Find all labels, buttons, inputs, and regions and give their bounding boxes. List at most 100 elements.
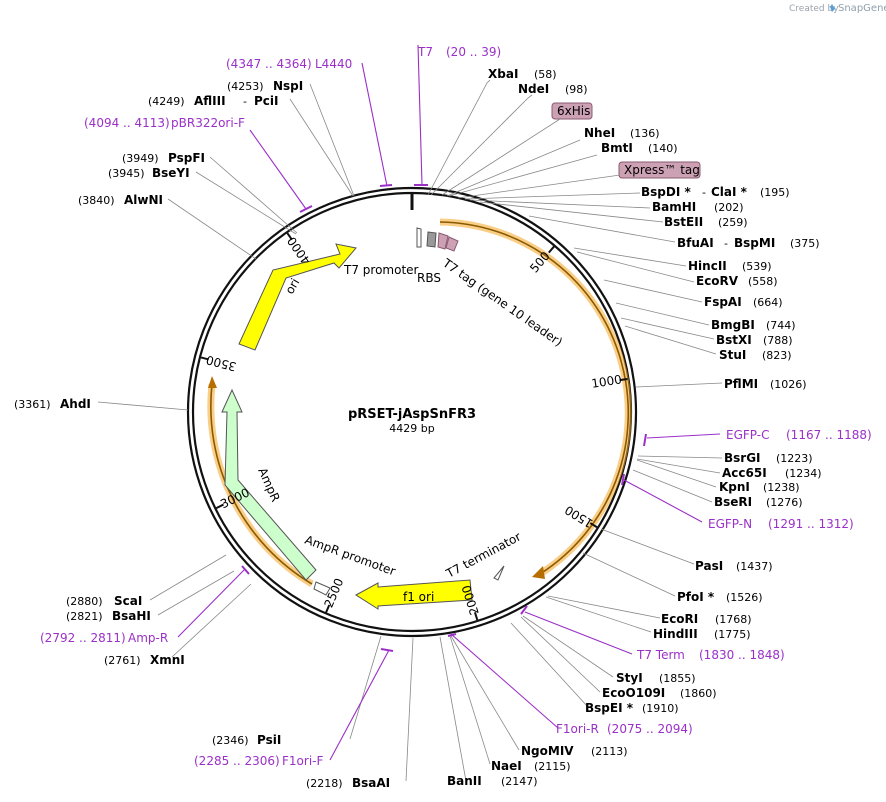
enzyme-hindiii[interactable]: HindIII bbox=[653, 627, 698, 641]
feature-ampr-promoter[interactable] bbox=[313, 581, 331, 596]
primer-f1ori-f[interactable]: F1ori-F bbox=[282, 754, 323, 768]
enzyme-bsahi-pos: (2821) bbox=[66, 610, 103, 623]
enzyme-bamhi-pos: (202) bbox=[714, 201, 744, 214]
feature-f1-ori[interactable] bbox=[355, 579, 473, 610]
enzyme-styi-pos: (1855) bbox=[659, 672, 696, 685]
feature-t7-promoter-label: T7 promoter bbox=[343, 263, 419, 277]
enzyme-pasi[interactable]: PasI bbox=[695, 559, 723, 573]
enzyme-ndei[interactable]: NdeI bbox=[518, 82, 549, 96]
enzyme-bseri-pos: (1276) bbox=[766, 496, 803, 509]
enzyme-xmni[interactable]: XmnI bbox=[150, 653, 185, 667]
enzyme-dash-2: - bbox=[724, 237, 728, 250]
tick-label: 500 bbox=[527, 249, 553, 276]
feature-his-tag[interactable] bbox=[437, 232, 449, 250]
feature-rbs-label: RBS bbox=[417, 271, 441, 285]
enzyme-ecori[interactable]: EcoRI bbox=[661, 612, 698, 626]
enzyme-bfuai[interactable]: BfuAI bbox=[677, 236, 714, 250]
primer-f1ori-r-pos: (2075 .. 2094) bbox=[607, 722, 693, 736]
enzyme-nhei-pos: (136) bbox=[630, 127, 660, 140]
enzyme-bspei[interactable]: BspEI * bbox=[585, 701, 634, 715]
enzyme-psii[interactable]: PsiI bbox=[257, 733, 281, 747]
feature-t7-tag-label: T7 tag (gene 10 leader) bbox=[439, 255, 565, 349]
enzyme-bspdi-pos: (195) bbox=[760, 186, 790, 199]
enzyme-bsteii-pos: (259) bbox=[718, 216, 748, 229]
tick-mark bbox=[619, 377, 628, 382]
enzyme-scai[interactable]: ScaI bbox=[114, 594, 142, 608]
enzyme-hincii[interactable]: HincII bbox=[688, 259, 727, 273]
feature-ori-label: ori bbox=[282, 276, 302, 297]
primer-amp-r[interactable]: Amp-R bbox=[128, 631, 168, 645]
enzyme-bseyi[interactable]: BseYI bbox=[152, 166, 190, 180]
enzyme-banii[interactable]: BanII bbox=[447, 774, 482, 788]
insert-arrowhead-right bbox=[532, 566, 545, 579]
enzyme-pflmi[interactable]: PflMI bbox=[724, 377, 758, 391]
enzyme-ngomiv-pos: (2113) bbox=[591, 745, 628, 758]
xpress-tag-box-label: Xpress™ tag bbox=[624, 163, 700, 177]
feature-ampr[interactable] bbox=[221, 388, 317, 581]
enzyme-fspai[interactable]: FspAI bbox=[704, 295, 742, 309]
enzyme-nspi-pos: (4253) bbox=[227, 80, 264, 93]
enzyme-ecori-pos: (1768) bbox=[715, 613, 752, 626]
enzyme-ngomiv[interactable]: NgoMIV bbox=[521, 744, 574, 758]
enzyme-bseri[interactable]: BseRI bbox=[714, 495, 752, 509]
enzyme-bmgbi[interactable]: BmgBI bbox=[711, 318, 755, 332]
feature-xpress-tag[interactable] bbox=[445, 236, 459, 252]
enzyme-pfoi[interactable]: PfoI * bbox=[677, 590, 715, 604]
enzyme-ahdi[interactable]: AhdI bbox=[60, 397, 91, 411]
enzyme-xbai-pos: (58) bbox=[534, 68, 557, 81]
enzyme-bsaai[interactable]: BsaAI bbox=[352, 776, 390, 790]
enzyme-bmti[interactable]: BmtI bbox=[601, 141, 633, 155]
enzyme-bsrgi[interactable]: BsrGI bbox=[724, 451, 761, 465]
primer-egfp-c[interactable]: EGFP-C bbox=[726, 428, 769, 442]
primer-f1ori-r[interactable]: F1ori-R bbox=[556, 722, 599, 736]
feature-ori[interactable] bbox=[238, 243, 357, 351]
enzyme-pflmi-pos: (1026) bbox=[770, 378, 807, 391]
enzyme-afliii[interactable]: AflIII bbox=[194, 94, 226, 108]
feature-t7-terminator-label: T7 terminator bbox=[443, 530, 523, 582]
primer-t7[interactable]: T7 bbox=[417, 45, 433, 59]
enzyme-bseyi-pos: (3945) bbox=[108, 167, 145, 180]
feature-t7-promoter[interactable] bbox=[416, 227, 422, 248]
enzyme-ecoo109i-pos: (1860) bbox=[680, 687, 717, 700]
enzyme-clai[interactable]: ClaI * bbox=[711, 185, 748, 199]
enzyme-bsteii[interactable]: BstEII bbox=[664, 215, 703, 229]
enzyme-nspi[interactable]: NspI bbox=[273, 79, 303, 93]
enzyme-bamhi[interactable]: BamHI bbox=[652, 200, 696, 214]
enzyme-naei[interactable]: NaeI bbox=[491, 759, 522, 773]
enzyme-alwni[interactable]: AlwNI bbox=[124, 193, 163, 207]
enzyme-pcii[interactable]: PciI bbox=[254, 94, 279, 108]
enzyme-ecoo109i[interactable]: EcoO109I bbox=[602, 686, 665, 700]
enzyme-bstxi-pos: (788) bbox=[763, 334, 793, 347]
tick-mark bbox=[286, 232, 293, 241]
enzyme-banii-pos: (2147) bbox=[501, 775, 538, 788]
enzyme-bstxi[interactable]: BstXI bbox=[716, 333, 752, 347]
feature-rbs[interactable] bbox=[426, 231, 437, 248]
primer-l4440[interactable]: L4440 bbox=[315, 57, 352, 71]
primer-l4440-pos: (4347 .. 4364) bbox=[226, 57, 312, 71]
created-by-credit: Created by bbox=[789, 4, 839, 14]
enzyme-nhei[interactable]: NheI bbox=[584, 126, 615, 140]
enzyme-bspmi[interactable]: BspMI bbox=[734, 236, 775, 250]
his-tag-box bbox=[551, 102, 593, 120]
feature-t7-terminator[interactable] bbox=[493, 565, 505, 581]
primer-pbr322ori-f[interactable]: pBR322ori-F bbox=[171, 116, 245, 130]
enzyme-dash-3: - bbox=[243, 95, 247, 108]
primer-t7-term[interactable]: T7 Term bbox=[636, 648, 685, 662]
enzyme-hincii-pos: (539) bbox=[742, 260, 772, 273]
enzyme-acc65i[interactable]: Acc65I bbox=[722, 466, 767, 480]
enzyme-bmti-pos: (140) bbox=[648, 142, 678, 155]
enzyme-pspfi[interactable]: PspFI bbox=[168, 151, 205, 165]
tick-mark bbox=[200, 356, 209, 361]
primer-egfp-n[interactable]: EGFP-N bbox=[708, 517, 752, 531]
enzyme-kpni[interactable]: KpnI bbox=[719, 480, 750, 494]
enzyme-ecorv[interactable]: EcoRV bbox=[696, 274, 739, 288]
tick-label: 1000 bbox=[590, 372, 622, 390]
enzyme-stui[interactable]: StuI bbox=[719, 348, 746, 362]
enzyme-xbai[interactable]: XbaI bbox=[488, 67, 518, 81]
enzyme-bsahi[interactable]: BsaHI bbox=[112, 609, 151, 623]
insert-arrowhead-left bbox=[208, 376, 217, 388]
backbone-outer-strand bbox=[186, 186, 638, 638]
enzyme-styi[interactable]: StyI bbox=[616, 671, 643, 685]
enzyme-bspdi[interactable]: BspDI * bbox=[641, 185, 691, 199]
